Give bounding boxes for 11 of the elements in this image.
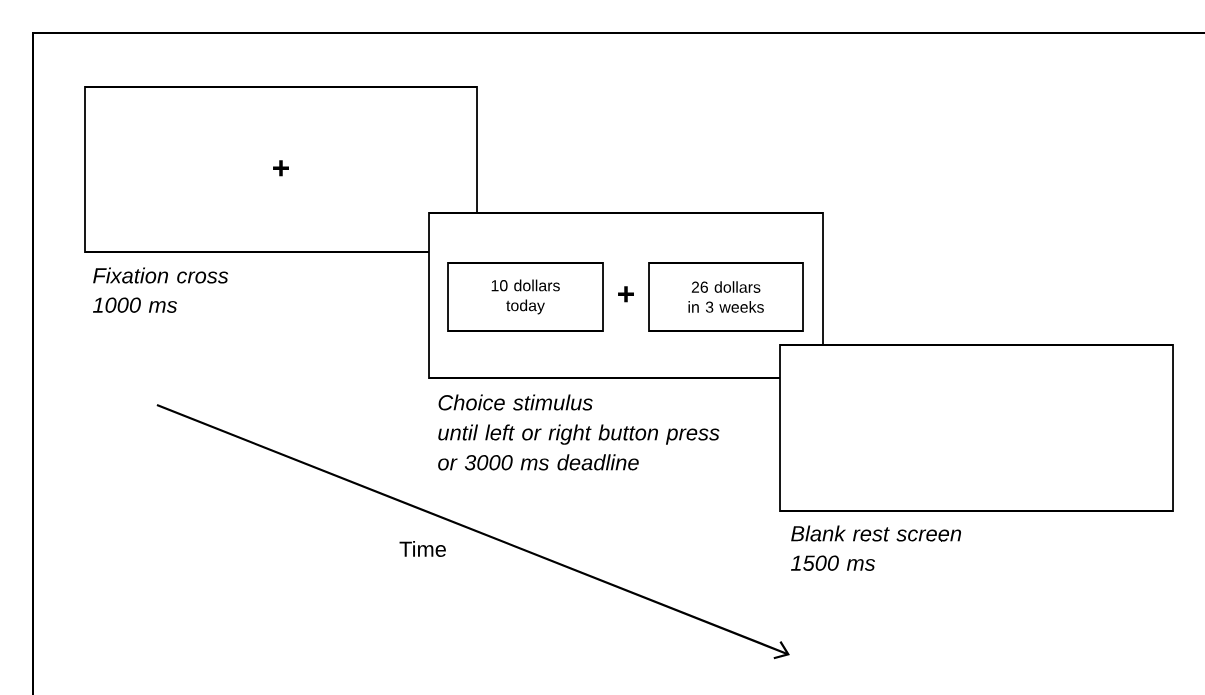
screen-box: [779, 344, 1174, 512]
screen-caption: Fixation cross: [93, 267, 229, 284]
axis-label: Time: [399, 540, 446, 558]
option-box: 26 dollars in 3 weeks: [648, 262, 804, 332]
option-box: 10 dollars today: [447, 262, 604, 332]
screen-box: +: [84, 86, 478, 253]
screen-caption: Choice stimulus: [438, 394, 593, 411]
screen-caption: Blank rest screen: [791, 525, 962, 542]
screen-caption: 1000 ms: [92, 297, 178, 313]
screen-caption: 1500 ms: [790, 555, 876, 571]
screen-caption: until left or right button press or 3000 ms deadline: [438, 424, 720, 471]
